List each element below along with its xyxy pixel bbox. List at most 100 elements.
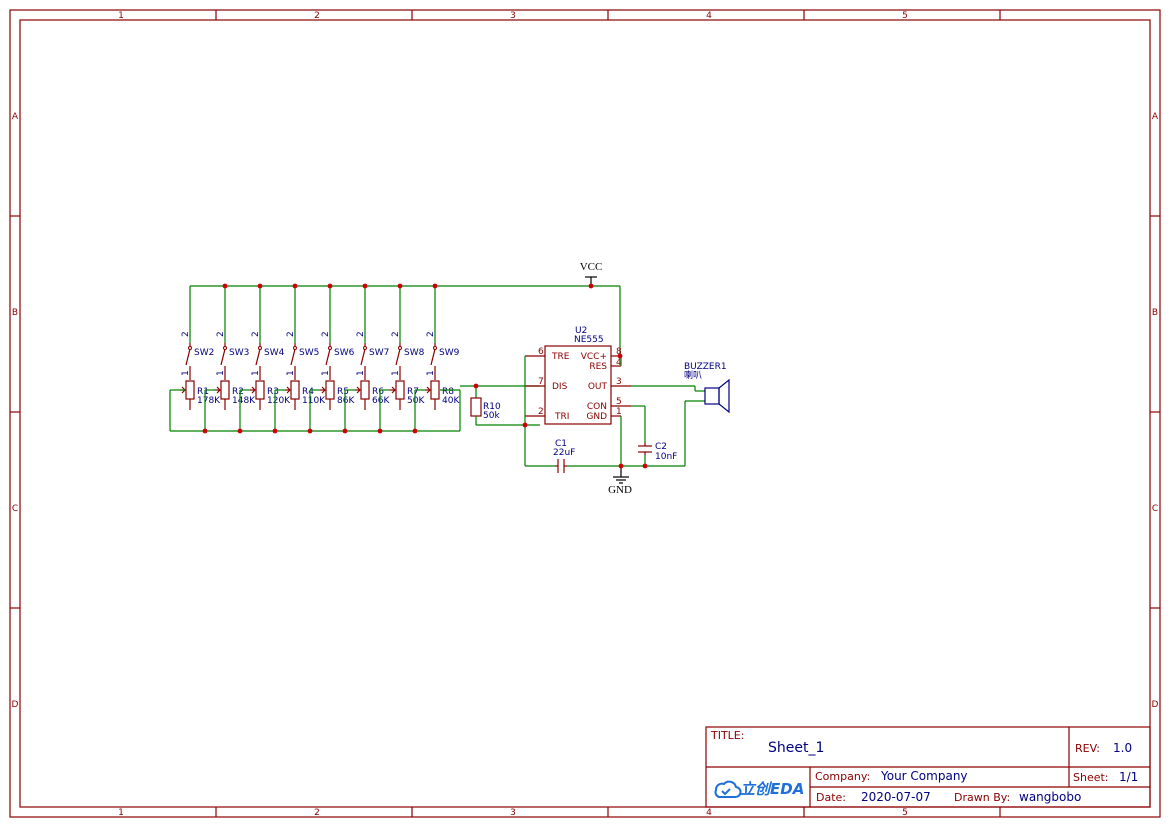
sheet-label: Sheet:: [1073, 771, 1109, 784]
u2-pin-tri: TRI: [554, 412, 569, 422]
junction-dot: [642, 463, 648, 469]
junction-dot: [377, 428, 383, 434]
switch-ref: SW8: [404, 348, 425, 358]
vcc-net[interactable]: VCC: [190, 261, 621, 356]
switch-pin-2: 2: [426, 331, 436, 337]
title-label: TITLE:: [710, 729, 744, 742]
company-label: Company:: [815, 770, 870, 783]
switch-pin-2: 2: [286, 331, 296, 337]
switch-pin-2: 2: [216, 331, 226, 337]
switch-ref: SW9: [439, 348, 460, 358]
switch-ref: SW2: [194, 348, 214, 358]
buzzer1[interactable]: BUZZER1 喇叭: [684, 362, 730, 414]
r10-value: 50k: [483, 411, 500, 421]
u2-ref: U2: [575, 326, 587, 336]
junction-dot: [397, 283, 403, 289]
logo-text: 立创EDA: [740, 780, 804, 798]
pot-ref: R5: [337, 387, 349, 397]
col-label-bottom-5: 5: [902, 808, 908, 818]
col-label-top-3: 3: [510, 11, 516, 21]
sheet-frame: 1 2 3 4 5 1 2 3 4 5 A B C D A B C D: [9, 9, 1161, 818]
junction-dot: [412, 428, 418, 434]
pot-value: 148K: [232, 396, 256, 406]
u2-pin-vcc: VCC+: [581, 352, 607, 362]
u2-wiring[interactable]: [524, 356, 705, 467]
u2-pin-num-4: 4: [616, 358, 622, 368]
gnd-label: GND: [608, 484, 632, 496]
sheet-value: 1/1: [1119, 770, 1138, 784]
pot-ref: R1: [197, 387, 209, 397]
u2-ne555[interactable]: U2 NE555 TRE DIS TRI VCC+ RES OUT CON GN…: [525, 326, 631, 425]
switch-pin-1: 1: [181, 370, 191, 376]
switch-pin-2: 2: [251, 331, 261, 337]
c2-ref: C2: [655, 442, 667, 452]
date-value: 2020-07-07: [861, 790, 931, 804]
switch-pin-2: 2: [391, 331, 401, 337]
rev-label: REV:: [1075, 742, 1100, 755]
title-value: Sheet_1: [768, 740, 824, 756]
c2-capacitor[interactable]: C2 10nF: [638, 442, 677, 462]
u2-pin-out: OUT: [588, 382, 608, 392]
u2-pin-num-7: 7: [538, 377, 544, 387]
pot-ref: R7: [407, 387, 419, 397]
junction-dot: [617, 353, 623, 359]
buzzer-value: 喇叭: [684, 369, 702, 381]
switch-ref: SW3: [229, 348, 249, 358]
junction-dot: [202, 428, 208, 434]
row-label-right-d: D: [1152, 700, 1159, 710]
u2-part: NE555: [574, 335, 604, 345]
col-label-top-2: 2: [314, 11, 320, 21]
c1-capacitor[interactable]: C1 22uF: [553, 439, 575, 473]
pot-value: 66K: [372, 396, 390, 406]
c1-ref: C1: [555, 439, 567, 449]
row-label-right-a: A: [1152, 112, 1159, 122]
row-label-right-b: B: [1152, 308, 1158, 318]
r10-resistor[interactable]: R10 50k: [470, 386, 540, 426]
c1-value: 22uF: [553, 448, 575, 458]
pot-value: 110K: [302, 396, 326, 406]
switch-ref: SW4: [264, 348, 285, 358]
u2-pin-dis: DIS: [552, 382, 568, 392]
u2-pin-tre: TRE: [551, 352, 570, 362]
switch-ref: SW7: [369, 348, 389, 358]
u2-pin-num-3: 3: [616, 377, 622, 387]
title-block: TITLE: Sheet_1 REV: 1.0 立创EDA Company: Y…: [705, 726, 1151, 808]
junction-dot: [272, 428, 278, 434]
gnd-symbol[interactable]: GND: [608, 466, 632, 496]
rev-value: 1.0: [1113, 741, 1132, 755]
junction-dot: [222, 283, 228, 289]
switch-ref: SW6: [334, 348, 355, 358]
switch-pin-2: 2: [356, 331, 366, 337]
row-label-left-d: D: [12, 700, 19, 710]
junction-dot: [327, 283, 333, 289]
pot-ref: R2: [232, 387, 244, 397]
junction-dot: [257, 283, 263, 289]
switch-pin-2: 2: [321, 331, 331, 337]
col-label-bottom-4: 4: [706, 808, 712, 818]
junction-dot: [522, 422, 528, 428]
